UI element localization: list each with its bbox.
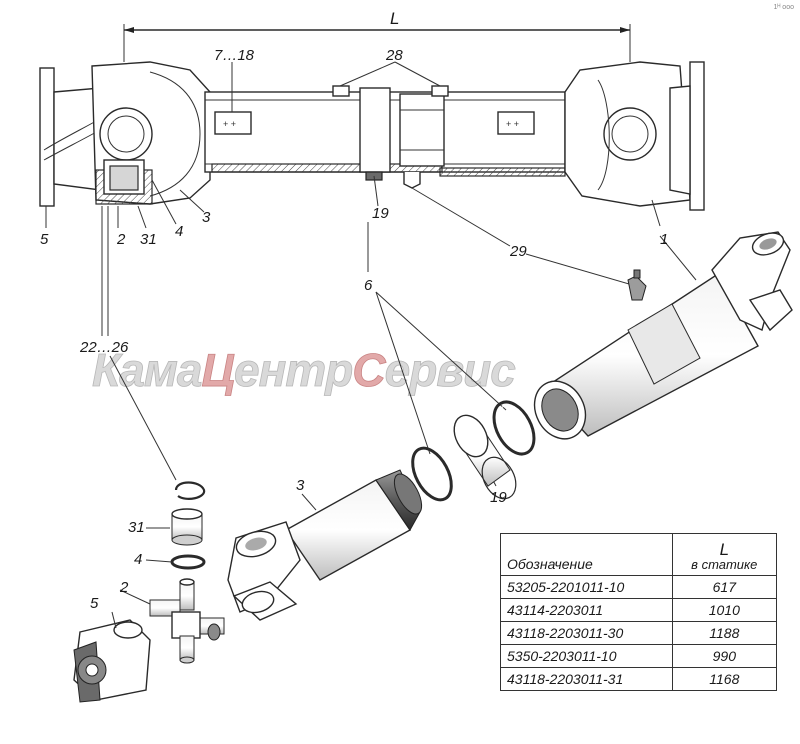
callout-19-bottom: 19: [490, 489, 507, 506]
callout-22-26: 22…26: [79, 339, 129, 356]
table-header-length: L в статике: [671, 533, 778, 576]
table-header-l: L: [719, 540, 730, 559]
dimension-label: L: [390, 9, 399, 28]
callout-5-top: 5: [40, 231, 49, 248]
svg-text:КамаЦентрСервис: КамаЦентрСервис: [92, 344, 515, 396]
callout-31-top: 31: [140, 231, 157, 248]
watermark: КамаЦентрСервис: [92, 344, 517, 397]
callout-1: 1: [660, 231, 668, 248]
table-row: 43114-2203011 1010: [500, 598, 778, 622]
callout-labels: 7…18 28 5 2 31 4 3 19 1 29 6 22…26 3 19 …: [40, 47, 668, 612]
callout-2-top: 2: [116, 231, 126, 248]
svg-text:+ +: + +: [223, 119, 236, 129]
table-cell-code: 53205-2201011-10: [500, 575, 673, 599]
table-row: 53205-2201011-10 617: [500, 575, 778, 599]
table-cell-length: 1188: [671, 621, 778, 645]
callout-4-bottom: 4: [134, 551, 142, 568]
seal-rings: [411, 400, 536, 502]
table-cell-length: 1010: [671, 598, 778, 622]
table-cell-code: 43118-2203011-30: [500, 621, 673, 645]
table-row: 5350-2203011-10 990: [500, 644, 778, 668]
table-row: 43118-2203011-30 1188: [500, 621, 778, 645]
table-cell-length: 1168: [671, 667, 778, 691]
callout-3-bottom: 3: [296, 477, 305, 494]
callout-19-top: 19: [372, 205, 389, 222]
callout-5-bottom: 5: [90, 595, 99, 612]
callout-7-18: 7…18: [214, 47, 255, 64]
table-cell-code: 43118-2203011-31: [500, 667, 673, 691]
sliding-yoke-sleeve: [533, 231, 793, 440]
callout-6: 6: [364, 277, 373, 294]
table-header-l-sub: в статике: [691, 557, 758, 572]
table-header-designation: Обозначение: [500, 533, 673, 576]
table-cell-length: 990: [671, 644, 778, 668]
callout-29: 29: [509, 243, 527, 260]
callout-2-bottom: 2: [119, 579, 129, 596]
callout-31-bottom: 31: [128, 519, 145, 536]
dimension-line: L: [123, 9, 631, 62]
callout-4-top: 4: [175, 223, 183, 240]
callout-28: 28: [385, 47, 403, 64]
table-cell-length: 617: [671, 575, 778, 599]
specification-table: Обозначение L в статике 53205-2201011-10…: [500, 533, 778, 691]
table-row: 43118-2203011-31 1168: [500, 667, 778, 691]
small-parts: [73, 481, 225, 703]
callout-3-top: 3: [202, 209, 211, 226]
table-cell-code: 5350-2203011-10: [500, 644, 673, 668]
assembled-shaft: + + + +: [39, 61, 705, 211]
svg-text:+ +: + +: [506, 119, 519, 129]
splined-shaft-yoke: [227, 469, 423, 621]
corner-mark: 1ᴴ ooo: [773, 4, 794, 11]
table-cell-code: 43114-2203011: [500, 598, 673, 622]
